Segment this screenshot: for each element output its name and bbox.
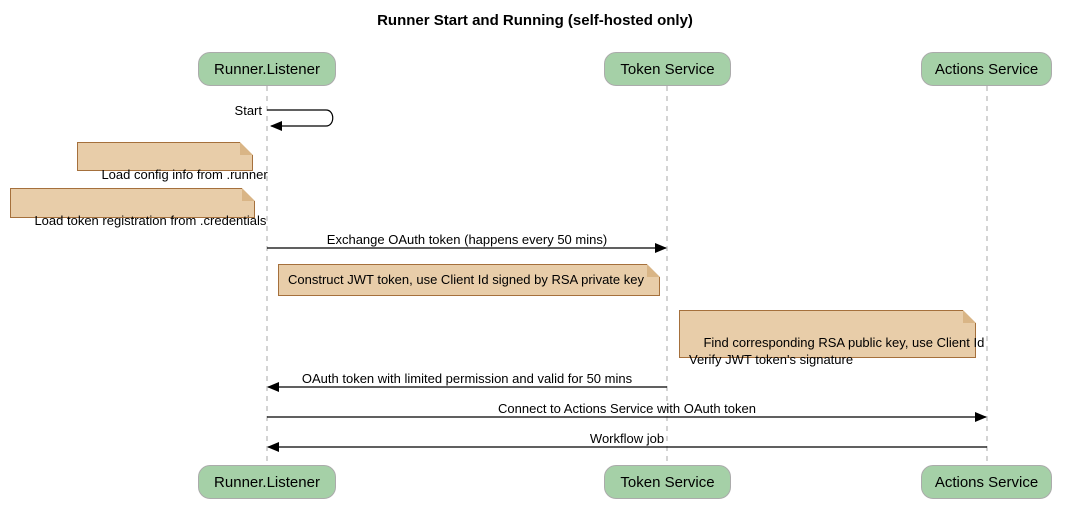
participant-label: Runner.Listener <box>214 60 320 78</box>
participant-actions-service-bottom: Actions Service <box>921 465 1052 499</box>
participant-label: Runner.Listener <box>214 473 320 491</box>
participant-label: Actions Service <box>934 473 1039 491</box>
participant-label: Actions Service <box>934 60 1039 78</box>
message-start-selfloop-arrow <box>267 109 334 131</box>
note-load-token: Load token registration from .credential… <box>10 188 266 228</box>
message-oauth-return-label: OAuth token with limited permission and … <box>301 371 633 386</box>
participant-token-service-top: Token Service <box>604 52 731 86</box>
diagram-title: Runner Start and Running (self-hosted on… <box>377 12 693 29</box>
message-exchange-label: Exchange OAuth token (happens every 50 m… <box>326 232 608 247</box>
message-connect-label: Connect to Actions Service with OAuth to… <box>498 401 756 416</box>
note-fold-icon <box>240 142 253 155</box>
note-text: Load token registration from .credential… <box>34 212 267 228</box>
note-fold-icon <box>963 310 976 323</box>
message-workflow-label: Workflow job <box>589 431 665 446</box>
note-find-rsa: Find corresponding RSA public key, use C… <box>679 310 984 367</box>
note-text: Construct JWT token, use Client Id signe… <box>288 272 644 288</box>
note-load-config: Load config info from .runner <box>77 142 268 182</box>
participant-label: Token Service <box>620 60 715 78</box>
participant-runner-listener-top: Runner.Listener <box>198 52 336 86</box>
message-start-label: Start <box>234 103 262 118</box>
note-fold-icon <box>647 264 660 277</box>
note-text: Load config info from .runner <box>101 166 268 182</box>
note-fold-icon <box>242 188 255 201</box>
participant-token-service-bottom: Token Service <box>604 465 731 499</box>
note-text: Find corresponding RSA public key, use C… <box>689 334 985 368</box>
participant-label: Token Service <box>620 473 715 491</box>
participant-runner-listener-bottom: Runner.Listener <box>198 465 336 499</box>
note-construct-jwt: Construct JWT token, use Client Id signe… <box>278 264 660 296</box>
participant-actions-service-top: Actions Service <box>921 52 1052 86</box>
